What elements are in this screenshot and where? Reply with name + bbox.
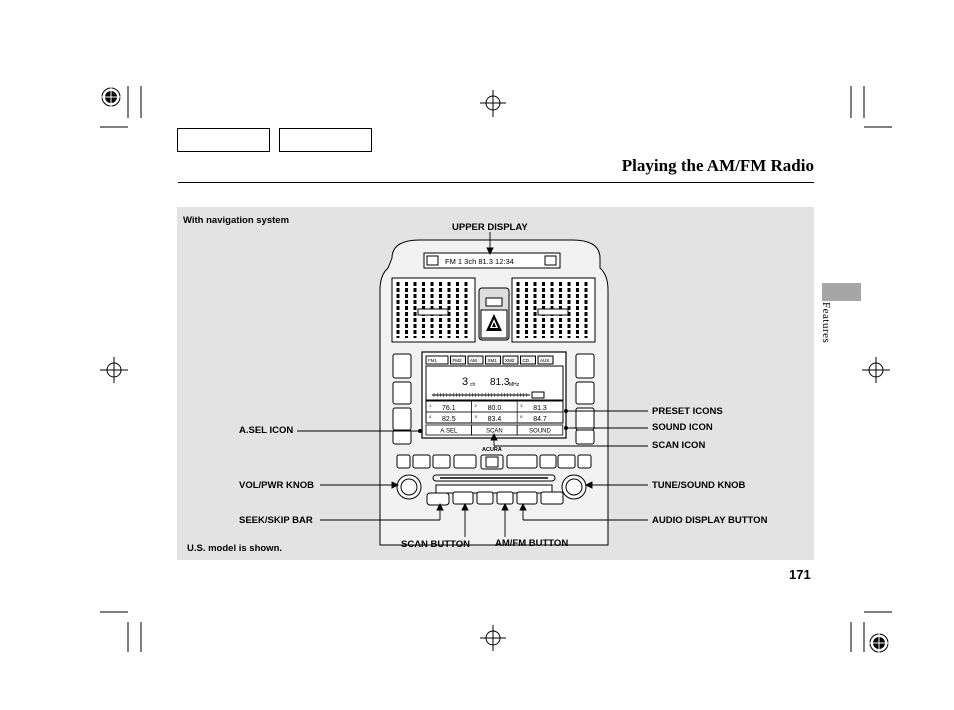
section-label: Features [820,302,832,344]
nav-tab-box-1[interactable] [177,128,270,152]
brand-label: ACURA [482,447,502,453]
screen-tab-label: FM2 [453,358,462,363]
label-preset-icons: PRESET ICONS [652,406,723,417]
label-upper-display: UPPER DISPLAY [452,222,528,233]
label-sound-icon: SOUND ICON [652,422,713,433]
label-scan-icon: SCAN ICON [652,440,706,451]
preset-frequency: 83.4 [488,416,502,423]
registration-target-icon [100,86,122,108]
screen-tab-label: XM2 [505,358,515,363]
title-rule [178,182,814,183]
left-side-buttons[interactable] [392,353,412,445]
section-tab [822,283,861,301]
screen-tab-fm1[interactable] [425,355,449,365]
upper-display-text: FM 1 3ch 81.3 12:34 [445,257,514,266]
preset-frequency: 82.5 [442,416,456,423]
page-number: 171 [789,567,811,582]
screen-tab-fm2[interactable] [450,355,466,365]
air-vent-right [511,277,596,343]
preset-number: 1 [429,403,432,408]
preset-frequency: 84.7 [533,416,547,423]
preset-frequency: 81.3 [533,405,547,412]
crosshair-icon [862,357,890,383]
screen-tab-xm1[interactable] [485,355,501,365]
crosshair-icon [480,90,506,117]
control-button-row[interactable] [396,454,592,470]
label-tune-sound-knob: TUNE/SOUND KNOB [652,480,746,491]
crosshair-icon [100,357,128,383]
channel-number: 3 [462,376,468,388]
air-vent-left [391,277,476,343]
screen-tab-am[interactable] [467,355,484,365]
screen-tab-label: FM1 [428,358,437,363]
preset-frequency: 76.1 [442,405,456,412]
sound-icon[interactable] [516,424,564,436]
caption-top: With navigation system [183,215,290,226]
preset-frequency: 80.0 [488,405,502,412]
crosshair-icon [480,625,506,651]
label-vol-pwr-knob: VOL/PWR KNOB [239,480,314,491]
screen-tab-label: XM1 [488,358,498,363]
screen-tab-label: AUX [540,358,549,363]
sound-icon-label: SOUND [529,429,551,435]
preset-number: 5 [475,414,478,419]
vol-pwr-knob[interactable] [396,474,422,500]
tune-sound-knob[interactable] [561,474,587,500]
caption-bottom: U.S. model is shown. [187,543,283,554]
registration-target-icon [868,632,890,654]
asel-icon-label: A.SEL [440,429,458,435]
screen-tab-label: CD [523,358,530,363]
label-audio-display-button: AUDIO DISPLAY BUTTON [652,515,768,526]
preset-icon[interactable] [516,411,564,424]
label-asel-icon: A.SEL ICON [239,425,294,436]
frequency-value: 81.3 [490,377,510,388]
page-title: Playing the AM/FM Radio [621,156,814,175]
label-scan-button: SCAN BUTTON [401,539,470,550]
screen-tab-aux[interactable] [537,355,554,365]
screen-tab-cd[interactable] [520,355,536,365]
preset-number: 3 [520,403,523,408]
scan-icon-label: SCAN [486,429,503,435]
frequency-unit: MHz [509,382,520,388]
label-amfm-button: AM/FM BUTTON [495,538,569,549]
channel-unit: ch [470,382,476,388]
preset-number: 4 [429,414,432,419]
nav-tab-box-2[interactable] [279,128,372,152]
right-side-buttons[interactable] [575,353,595,445]
label-seek-skip-bar: SEEK/SKIP BAR [239,515,313,526]
preset-number: 6 [520,414,523,419]
screen-tab-label: AM [470,358,477,363]
preset-number: 2 [475,403,478,408]
screen-tab-xm2[interactable] [502,355,519,365]
lower-button-row[interactable] [426,484,564,506]
